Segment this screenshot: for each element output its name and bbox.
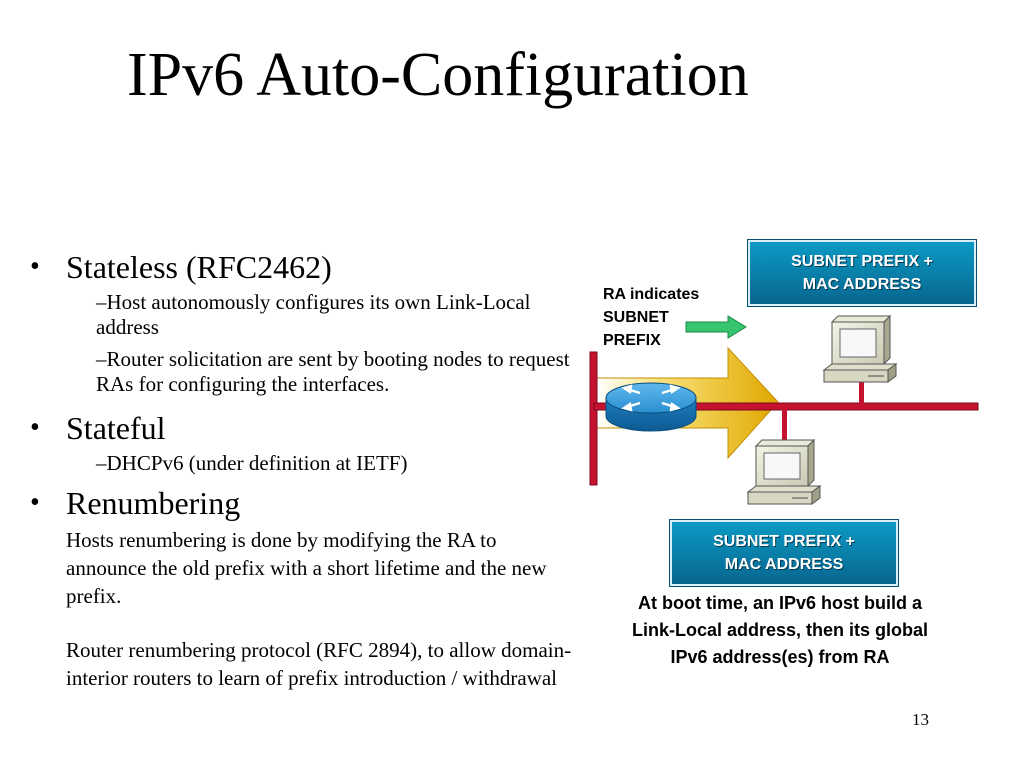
subnet-prefix-box-bottom: SUBNET PREFIX + MAC ADDRESS: [670, 520, 898, 586]
router-icon: [605, 382, 697, 432]
ra-label-line: RA indicates: [603, 286, 700, 303]
bullet-label: Renumbering: [66, 485, 241, 521]
sub-bullet: –Host autonomously configures its own Li…: [96, 290, 531, 339]
diagram-caption: At boot time, an IPv6 host build a Link-…: [631, 593, 929, 667]
subnet-prefix-box-top: SUBNET PREFIX + MAC ADDRESS: [748, 240, 976, 306]
slide-title: IPv6 Auto-Configuration: [127, 41, 749, 109]
bullet-dot-icon: •: [30, 487, 40, 518]
bullet-stateful: • Stateful: [30, 409, 575, 447]
box-line: MAC ADDRESS: [724, 556, 844, 573]
box-line: SUBNET PREFIX +: [791, 253, 933, 270]
page-number: 13: [912, 710, 929, 729]
renumbering-paragraph: Router renumbering protocol (RFC 2894), …: [66, 638, 572, 690]
box-line: SUBNET PREFIX +: [713, 533, 855, 550]
computer-icon: [746, 438, 822, 505]
sub-bullet: –Router solicitation are sent by booting…: [96, 347, 570, 396]
ra-label-line: SUBNET: [603, 309, 669, 326]
computer-icon: [822, 314, 898, 383]
small-arrow-icon: [685, 315, 747, 339]
bullet-dot-icon: •: [30, 251, 40, 282]
bullet-label: Stateless (RFC2462): [66, 249, 332, 285]
bullet-stateless: • Stateless (RFC2462): [30, 248, 575, 286]
bullet-list: • Stateless (RFC2462) –Host autonomously…: [30, 248, 575, 692]
bullet-dot-icon: •: [30, 412, 40, 443]
bullet-renumbering: • Renumbering: [30, 484, 575, 522]
renumbering-paragraph: Hosts renumbering is done by modifying t…: [66, 528, 547, 608]
drop-line-bottom: [782, 409, 787, 449]
drop-line-top: [859, 380, 864, 406]
ra-indicates-label: RA indicates SUBNET PREFIX: [603, 283, 699, 352]
ra-label-line: PREFIX: [603, 332, 661, 349]
box-line: MAC ADDRESS: [802, 276, 922, 293]
sub-bullet: –DHCPv6 (under definition at IETF): [96, 451, 408, 475]
ethernet-vertical: [589, 351, 598, 486]
bullet-label: Stateful: [66, 410, 166, 446]
